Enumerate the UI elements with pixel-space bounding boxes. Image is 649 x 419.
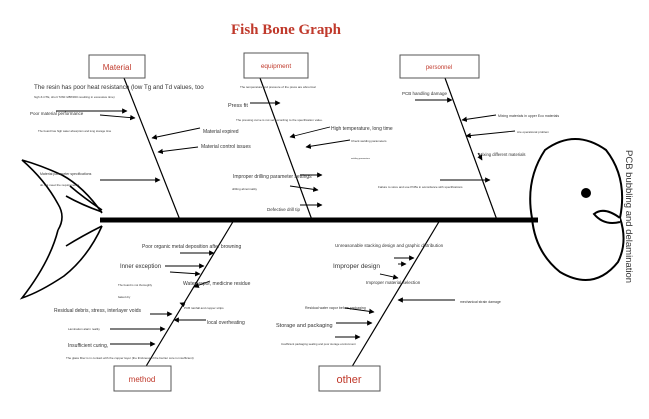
cause-text: The resin has poor heat resistance (low …: [34, 84, 204, 91]
category-box-other: other: [318, 365, 381, 392]
category-label: other: [336, 374, 361, 386]
cause-text: drilling abnormality: [232, 187, 258, 191]
other-arrows: [335, 255, 455, 340]
cause-text: Defective drill tip: [267, 207, 301, 212]
material-arrows: [56, 108, 201, 183]
cause-text: Improper design: [333, 263, 380, 270]
method-causes: Poor organic metal deposition after brow…: [54, 244, 251, 360]
main-bones: [123, 77, 498, 374]
personnel-causes: PCB handling damage Mixing materials in …: [378, 91, 559, 189]
cause-text: mechanical strain damage: [460, 300, 501, 304]
cause-text: Inner exception: [120, 264, 161, 270]
cause-text: Storage and packaging: [276, 323, 333, 329]
equipment-arrows: [250, 100, 351, 208]
cause-text: The board has high water absorption and …: [38, 129, 112, 133]
cause-text: Unreasonable stacking design and graphic…: [335, 243, 444, 248]
personnel-arrows: [415, 97, 516, 183]
cause-text: Lamination alarm reality: [68, 327, 100, 331]
cause-text: PCB handling damage: [402, 91, 448, 96]
cause-text: High temperature, long time: [331, 126, 393, 132]
cause-text: Insufficient packaging sealing and poor …: [281, 342, 356, 346]
cause-text: Failure to store and use PCBs in accorda…: [378, 185, 463, 189]
cause-text: Mixing materials in upper Eco materials: [498, 114, 559, 118]
cause-text: Insufficient curing,: [68, 343, 108, 349]
cause-text: The temperature and pressure of the pres…: [240, 85, 316, 89]
cause-text: Material control issues: [201, 144, 251, 150]
cause-text: Material expired: [203, 129, 239, 135]
cause-text: The board is not thoroughly: [118, 283, 153, 287]
category-box-method: method: [113, 365, 172, 392]
cause-text: Material parameter specifications: [40, 172, 92, 176]
category-box-personnel: personnel: [399, 54, 480, 79]
diagram-title: Fish Bone Graph: [231, 22, 342, 38]
material-causes: The resin has poor heat resistance (low …: [30, 84, 251, 187]
cause-text: Press fit: [228, 103, 248, 109]
fish-tail: [19, 159, 103, 300]
cause-text: welding parameters: [351, 157, 371, 160]
cause-text: Improper drilling parameter settings: [233, 174, 312, 180]
category-box-equipment: equipment: [243, 52, 309, 79]
cause-text: Check welding parameters: [351, 139, 387, 143]
cause-text: PCB rainfall and copper strips: [184, 306, 224, 310]
category-label: equipment: [261, 63, 292, 70]
cause-text: Residual debris, stress, interlayer void…: [54, 308, 141, 314]
cause-text: Are operational problem: [517, 130, 550, 134]
cause-text: The pressing curve is not set according …: [236, 118, 323, 122]
cause-text: do not meet the requirements: [40, 183, 80, 187]
cause-text: Mixing different materials: [479, 152, 525, 157]
cause-text: Poor material performance: [30, 111, 84, 116]
cause-text: Residual water vapor before packaging: [305, 306, 366, 310]
category-label: personnel: [426, 65, 452, 71]
cause-text: baked dry: [118, 295, 131, 299]
method-arrows: [110, 250, 215, 347]
other-causes: Unreasonable stacking design and graphic…: [276, 243, 501, 346]
cause-text: The glass fiber is in contact with the c…: [66, 356, 194, 360]
cause-text: high Z-CTE, short T260 /288/300 resultin…: [34, 95, 115, 99]
cause-text: Water vapor, medicine residue: [183, 281, 251, 287]
fish-head: [529, 138, 625, 281]
cause-text: local overheating: [207, 320, 245, 326]
fish-eye: [581, 188, 591, 198]
cause-text: Improper material selection: [366, 280, 421, 285]
category-box-material: Material: [88, 54, 146, 79]
category-label: Material: [103, 63, 132, 72]
category-label: method: [129, 375, 156, 384]
equipment-causes: The temperature and pressure of the pres…: [228, 85, 393, 212]
effect-label: PCB bubbling and delamination: [623, 150, 634, 283]
cause-text: Poor organic metal deposition after brow…: [142, 244, 241, 250]
